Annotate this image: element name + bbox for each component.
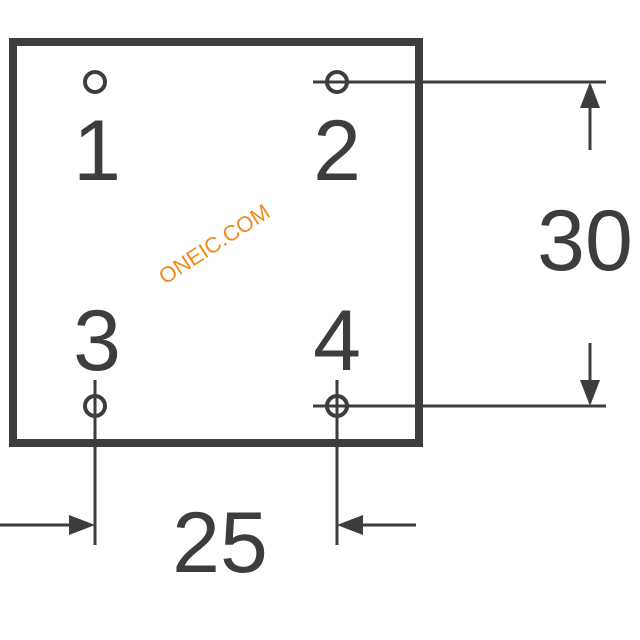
pin-label-3: 3 <box>73 293 121 389</box>
pin-label-1: 1 <box>73 103 121 199</box>
pin-4-hole <box>325 394 349 418</box>
arrowhead-up <box>580 82 600 108</box>
dimension-label-horizontal: 25 <box>172 495 268 591</box>
arrowhead-down <box>580 380 600 406</box>
watermark: ONEIC.COM <box>154 199 274 289</box>
pin-2-hole <box>325 70 349 94</box>
pin-label-4: 4 <box>313 293 361 389</box>
arrowhead-left <box>337 515 363 535</box>
pin-3-hole <box>83 394 107 418</box>
dimension-label-vertical: 30 <box>537 193 633 289</box>
pin-1-hole <box>83 70 107 94</box>
package-outline <box>9 38 423 447</box>
pin-label-2: 2 <box>313 103 361 199</box>
arrowhead-right <box>69 515 95 535</box>
